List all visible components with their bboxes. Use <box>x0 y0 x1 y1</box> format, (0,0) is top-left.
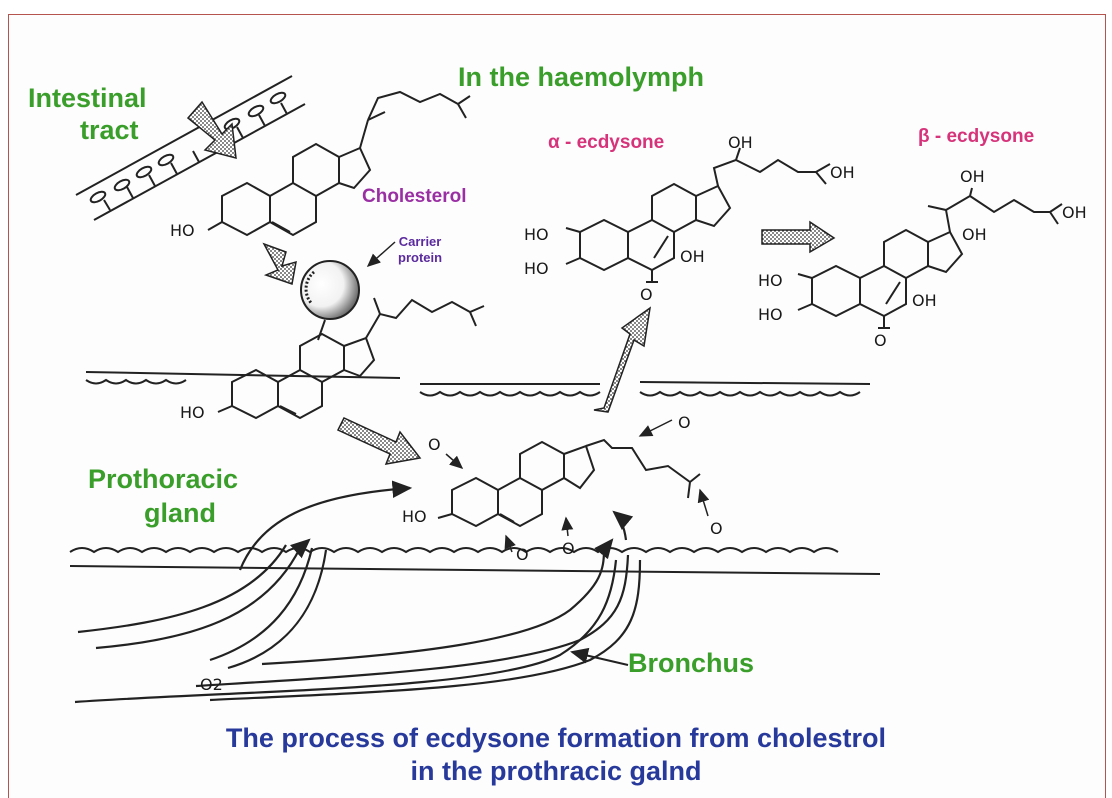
prothoracic-gland-label: Prothoracic gland <box>88 462 238 530</box>
bronchus-label: Bronchus <box>628 648 755 678</box>
cholesterol-label: Cholesterol <box>362 186 467 207</box>
beta-ecdysone-molecule <box>797 187 1063 329</box>
cholesterol-to-carrier-arrow <box>262 242 297 285</box>
prothoracic-gland-line-2: gland <box>144 498 216 528</box>
prothoracic-gland-line-1: Prothoracic <box>88 464 239 494</box>
membrane-cholesterol-ho-label: HO <box>180 403 205 422</box>
cholesterol-molecule <box>207 90 471 237</box>
oxygen-site-1: O <box>428 435 441 454</box>
intestinal-tract-label: Intestinal tract <box>28 82 147 146</box>
trachea-tubes <box>74 480 642 704</box>
alpha-oh-14: OH <box>680 247 705 266</box>
alpha-ecdysone-molecule <box>565 147 831 283</box>
intestinal-tract-line-2: tract <box>80 115 139 145</box>
caption-line-2: in the prothracic galnd <box>410 756 702 786</box>
bronchus-pointer-arrow <box>570 647 629 666</box>
alpha-oh-25: OH <box>830 163 855 182</box>
caption-line-1: The process of ecdysone formation from c… <box>225 723 887 753</box>
oxygen-site-2: O <box>678 413 691 432</box>
intestine-to-cholesterol-arrow <box>186 100 237 159</box>
cholesterol-in-membrane <box>217 297 485 420</box>
cholesterol-oxidation-molecule <box>437 438 701 528</box>
beta-ho-2: HO <box>758 305 783 324</box>
alpha-ho-2: HO <box>524 259 549 278</box>
alpha-oh-22: OH <box>728 133 753 152</box>
block-arrows <box>186 100 836 465</box>
beta-ecdysone-label: β - ecdysone <box>918 126 1035 147</box>
oxygen-site-5: O <box>516 545 529 564</box>
oxygen-site-4: O <box>562 539 575 558</box>
beta-oh-14: OH <box>912 291 937 310</box>
intestinal-epithelium <box>75 75 306 221</box>
carrier-protein-sphere <box>300 241 396 341</box>
cell-membrane-lower <box>69 547 881 575</box>
alpha-ecdysone-label: α - ecdysone <box>548 132 665 153</box>
beta-oh-20: OH <box>960 167 985 186</box>
oxygen-label: O2 <box>200 675 223 694</box>
gland-cholesterol-ho-label: HO <box>402 507 427 526</box>
beta-oh-25: OH <box>1062 203 1087 222</box>
oxidation-site-arrows <box>445 419 710 553</box>
beta-keto-o: O <box>874 331 887 350</box>
beta-oh-22: OH <box>962 225 987 244</box>
carrier-protein-label: Carrier protein <box>398 234 442 266</box>
carrier-protein-line-1: Carrier <box>398 234 442 249</box>
into-gland-arrow <box>336 417 422 465</box>
alpha-to-beta-arrow <box>761 220 836 254</box>
cell-membrane-upper <box>85 371 871 397</box>
alpha-keto-o: O <box>640 285 653 304</box>
cholesterol-ho-label: HO <box>170 221 195 240</box>
carrier-protein-line-2: protein <box>398 250 443 265</box>
beta-ho-1: HO <box>758 271 783 290</box>
figure-frame <box>8 14 1106 798</box>
figure-caption: The process of ecdysone formation from c… <box>0 722 1112 788</box>
intestinal-tract-line-1: Intestinal <box>28 83 147 113</box>
oxygen-site-3: O <box>710 519 723 538</box>
haemolymph-heading: In the haemolymph <box>458 62 705 92</box>
gland-to-alpha-arrow <box>593 306 652 413</box>
alpha-ho-1: HO <box>524 225 549 244</box>
